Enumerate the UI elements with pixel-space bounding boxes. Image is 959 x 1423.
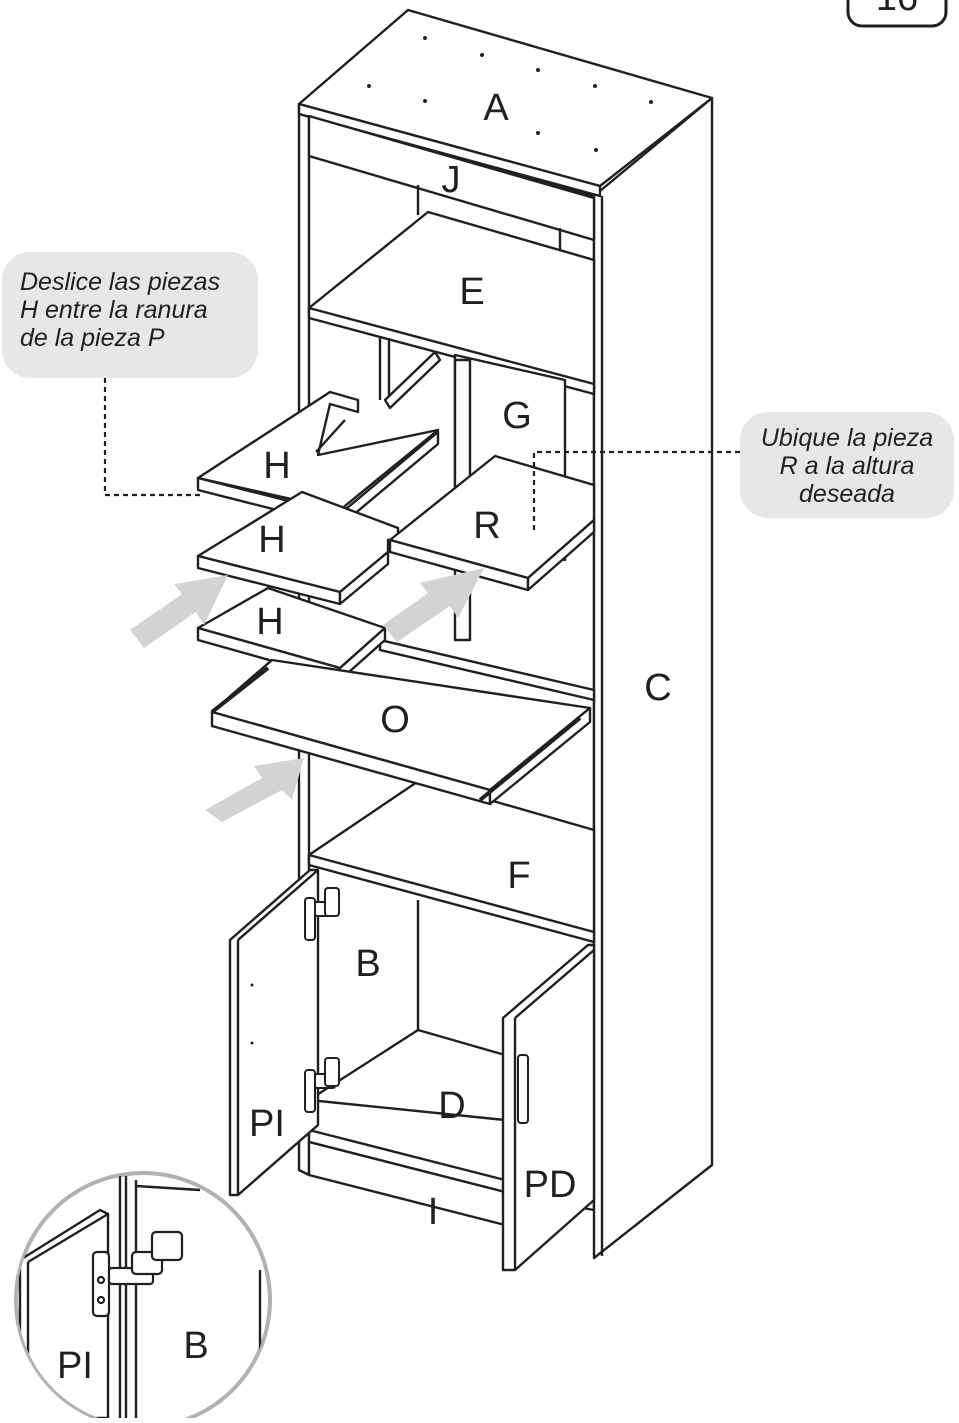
note-left-line-2: H entre la ranura	[20, 296, 208, 324]
note-left-line-1: Deslice las piezas	[20, 268, 221, 296]
top-holes	[367, 36, 653, 152]
detail-label-pi: PI	[57, 1345, 93, 1387]
step-badge: 16	[846, 0, 948, 28]
door-handle	[517, 1054, 529, 1124]
arrow-shelf-h	[130, 575, 228, 648]
shelf-h-middle	[196, 490, 400, 606]
step-number: 16	[876, 0, 918, 19]
leader-lines	[103, 378, 740, 530]
label-e: E	[459, 271, 484, 313]
part-labels: A J E G H H H R O C F B D PI PD I	[249, 87, 672, 1233]
label-h-3: H	[256, 601, 283, 643]
label-j: J	[442, 159, 461, 201]
instruction-note-shelves-h: Deslice las piezas H entre la ranura de …	[2, 252, 258, 378]
note-right-line-3: deseada	[799, 480, 895, 508]
label-i: I	[428, 1191, 439, 1233]
hinge-upper	[304, 887, 340, 941]
insertion-arrows	[130, 568, 484, 822]
hinge-lower	[304, 1057, 340, 1113]
door-left-pi	[228, 868, 340, 1197]
hinge-detail: PI B	[14, 1171, 272, 1423]
shelf-r	[388, 454, 596, 592]
detail-label-b: B	[183, 1325, 208, 1367]
tray-o	[210, 658, 592, 806]
arrow-shelf-r	[383, 568, 484, 642]
arrow-tray-o	[205, 758, 304, 822]
label-c: C	[644, 667, 671, 709]
label-o: O	[380, 699, 410, 741]
note-left-line-3: de la pieza P	[20, 324, 165, 352]
label-pd: PD	[524, 1164, 577, 1206]
label-b: B	[355, 943, 380, 985]
hinge-detail-icon	[91, 1230, 184, 1318]
door-right-pd	[501, 943, 596, 1272]
label-g: G	[502, 395, 532, 437]
label-pi: PI	[249, 1103, 285, 1145]
label-a: A	[483, 87, 509, 129]
label-d: D	[438, 1085, 465, 1127]
instruction-note-shelf-r: Ubique la pieza R a la altura deseada	[740, 412, 954, 518]
label-h-2: H	[258, 519, 285, 561]
label-r: R	[473, 505, 500, 547]
label-h-1: H	[263, 445, 290, 487]
note-right-line-2: R a la altura	[779, 452, 915, 480]
label-f: F	[507, 855, 530, 897]
note-right-line-1: Ubique la pieza	[760, 424, 934, 452]
